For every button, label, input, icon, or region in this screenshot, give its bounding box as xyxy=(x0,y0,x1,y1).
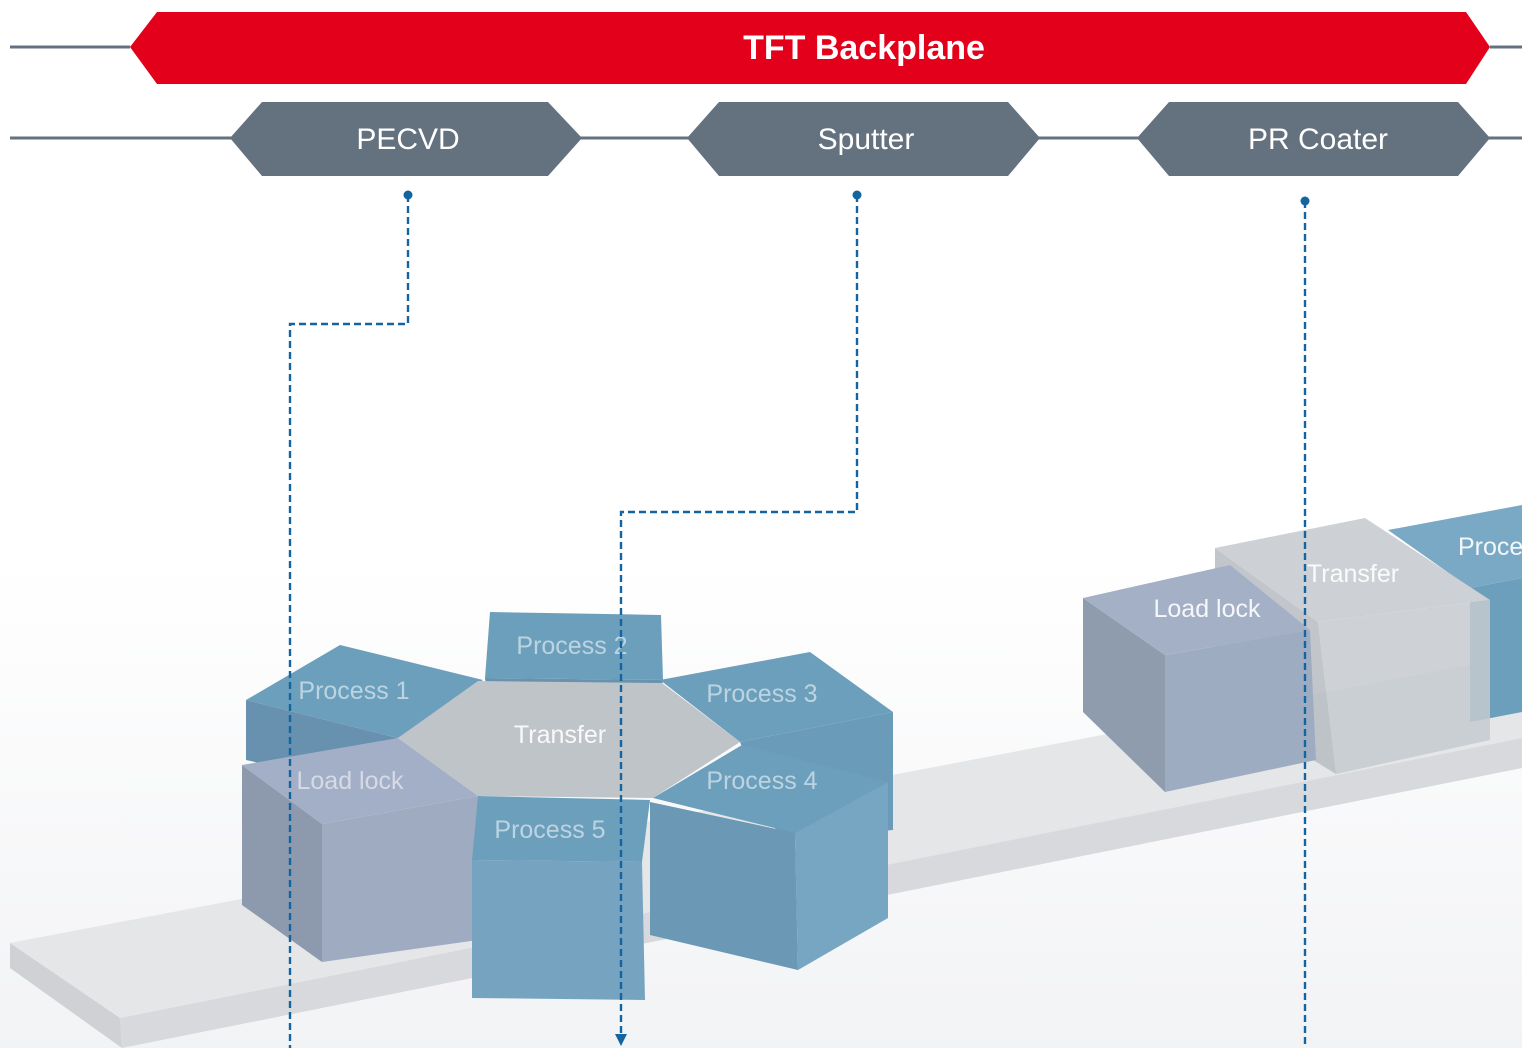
process5-label: Process 5 xyxy=(494,816,605,844)
process5-front xyxy=(472,860,645,1000)
process2-top xyxy=(485,612,663,680)
banner-title: TFT Backplane xyxy=(743,29,985,67)
inline-transfer-label: Transfer xyxy=(1307,560,1399,588)
banner-shape xyxy=(130,12,1490,84)
pecvd-leader-line xyxy=(288,195,410,1048)
sputter-leader-line xyxy=(615,195,859,1046)
process4-side xyxy=(795,782,888,970)
process1-top xyxy=(246,645,483,738)
step-pr-coater-shape xyxy=(1137,102,1490,176)
step-rail-group: PECVD Sputter PR Coater xyxy=(10,102,1522,176)
step-pecvd-shape xyxy=(230,102,582,176)
process4-label: Process 4 xyxy=(706,767,817,795)
inline-loadlock-top xyxy=(1083,565,1310,655)
inline-process-top xyxy=(1388,505,1522,588)
transfer-hex xyxy=(398,681,740,798)
conveyor-front xyxy=(10,943,122,1048)
leader-lines xyxy=(288,190,1310,1048)
process1-label: Process 1 xyxy=(298,677,409,705)
inline-loadlock-side xyxy=(1083,598,1165,792)
inline-process-label: Proce xyxy=(1458,533,1522,561)
inline-loadlock-label: Load lock xyxy=(1153,595,1261,623)
step-pecvd-label: PECVD xyxy=(356,123,459,156)
process3-top xyxy=(660,652,893,742)
inline-transfer-front xyxy=(1318,600,1490,774)
loadlock-top xyxy=(242,738,478,824)
step-sputter-shape xyxy=(687,102,1040,176)
process5-top xyxy=(472,796,650,862)
step-sputter-label: Sputter xyxy=(818,123,915,156)
process2-label: Process 2 xyxy=(516,632,627,660)
loadlock-side xyxy=(242,765,322,962)
process3-label: Process 3 xyxy=(706,680,817,708)
banner-group: TFT Backplane xyxy=(10,12,1522,84)
transfer-label: Transfer xyxy=(514,721,606,749)
loadlock-front xyxy=(322,796,478,962)
step-pr-coater-label: PR Coater xyxy=(1248,123,1388,156)
inline-loadlock-front xyxy=(1165,630,1316,792)
process1-side xyxy=(246,700,398,770)
cluster-tool: Process 1 Process 2 Process 3 Transfer P… xyxy=(242,612,893,1000)
process4-front xyxy=(650,802,798,970)
inline-tool: Load lock Transfer Proce xyxy=(1083,505,1522,792)
loadlock-label: Load lock xyxy=(296,767,404,795)
process4-top xyxy=(653,745,888,833)
inline-transfer-top xyxy=(1215,518,1490,622)
